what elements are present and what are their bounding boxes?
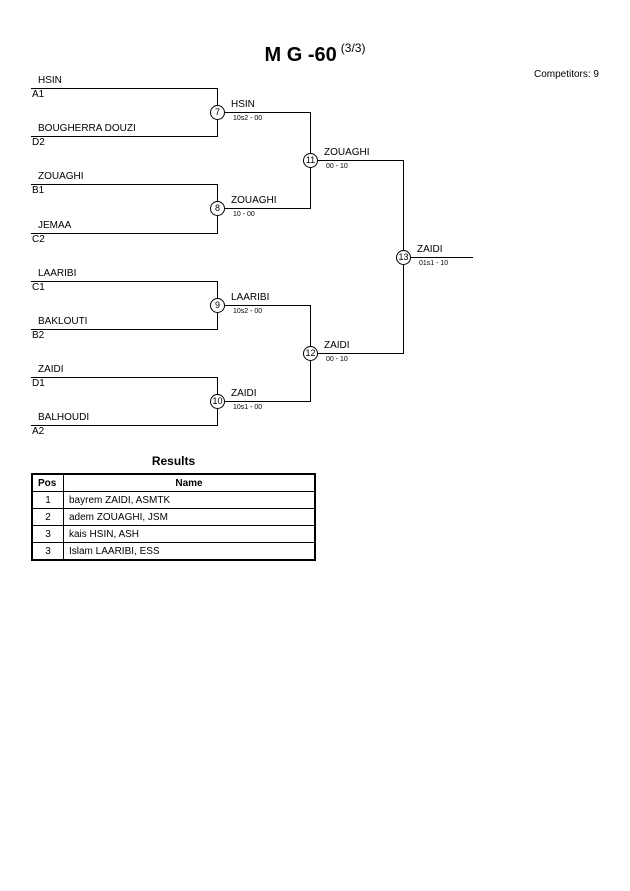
match-winner: ZAIDI (324, 340, 350, 351)
table-row: 3 kais HSIN, ASH (31, 525, 316, 543)
match-winner: HSIN (231, 99, 255, 110)
match-winner: ZAIDI (231, 388, 257, 399)
page-indicator: (3/3) (340, 41, 366, 55)
competitor-name: BOUGHERRA DOUZI (38, 123, 136, 134)
match-number-badge: 8 (210, 201, 225, 216)
result-pos: 3 (31, 525, 64, 543)
match-number-badge: 11 (303, 153, 318, 168)
match-winner: ZOUAGHI (324, 147, 370, 158)
competitor-name: JEMAA (38, 220, 72, 231)
competitor-seed: D1 (32, 378, 45, 389)
match-winner: ZOUAGHI (231, 195, 277, 206)
result-pos: 2 (31, 508, 64, 526)
name-column-header: Name (63, 473, 316, 492)
competitors-count: Competitors: 9 (533, 69, 599, 80)
bracket-line (31, 281, 218, 282)
competitor-name: LAARIBI (38, 268, 77, 279)
bracket-line (217, 401, 310, 402)
bracket-line (310, 353, 403, 354)
results-title: Results (151, 454, 196, 468)
result-name: bayrem ZAIDI, ASMTK (63, 491, 316, 509)
match-number-badge: 13 (396, 250, 411, 265)
category-title: M G -60 (264, 44, 337, 66)
competitor-name: ZAIDI (38, 364, 64, 375)
table-row: 3 Islam LAARIBI, ESS (31, 542, 316, 561)
competitor-name: BAKLOUTI (38, 316, 88, 327)
bracket-line (31, 329, 218, 330)
competitor-name: BALHOUDI (38, 412, 90, 423)
bracket-line (31, 136, 218, 137)
competitor-name: ZOUAGHI (38, 171, 84, 182)
result-pos: 1 (31, 491, 64, 509)
bracket-line (403, 257, 473, 258)
match-score: 10s1 - 00 (233, 404, 263, 411)
match-winner: LAARIBI (231, 292, 270, 303)
match-score: 00 - 10 (326, 356, 348, 363)
result-name: kais HSIN, ASH (63, 525, 316, 543)
match-score: 10 - 00 (233, 211, 255, 218)
final-score: 01s1 - 10 (419, 260, 449, 267)
bracket-line (31, 184, 218, 185)
page-title: M G -60(3/3) (0, 41, 630, 67)
table-row: 2 adem ZOUAGHI, JSM (31, 508, 316, 526)
match-score: 10s2 - 00 (233, 115, 263, 122)
competitor-seed: C1 (32, 282, 45, 293)
bracket-line (217, 112, 310, 113)
result-name: adem ZOUAGHI, JSM (63, 508, 316, 526)
bracket-line (31, 233, 218, 234)
bracket-line (217, 305, 310, 306)
bracket-line (31, 425, 218, 426)
match-number-badge: 7 (210, 105, 225, 120)
bracket-line (217, 208, 310, 209)
match-number-badge: 10 (210, 394, 225, 409)
competitor-seed: D2 (32, 137, 45, 148)
results-header-row: Pos Name (31, 473, 316, 492)
pos-column-header: Pos (31, 473, 64, 492)
table-row: 1 bayrem ZAIDI, ASMTK (31, 491, 316, 509)
competitor-seed: C2 (32, 234, 45, 245)
competitor-seed: A2 (32, 426, 45, 437)
final-winner: ZAIDI (417, 244, 443, 255)
competitor-seed: B1 (32, 185, 45, 196)
bracket-line (31, 377, 218, 378)
bracket-line (31, 88, 218, 89)
match-number-badge: 12 (303, 346, 318, 361)
bracket-line (310, 160, 403, 161)
match-number-badge: 9 (210, 298, 225, 313)
match-score: 10s2 - 00 (233, 308, 263, 315)
competitor-seed: A1 (32, 89, 45, 100)
result-name: Islam LAARIBI, ESS (63, 542, 316, 561)
competitor-name: HSIN (38, 75, 62, 86)
result-pos: 3 (31, 542, 64, 561)
match-score: 00 - 10 (326, 163, 348, 170)
results-table: Pos Name 1 bayrem ZAIDI, ASMTK 2 adem ZO… (31, 473, 316, 561)
competitor-seed: B2 (32, 330, 45, 341)
